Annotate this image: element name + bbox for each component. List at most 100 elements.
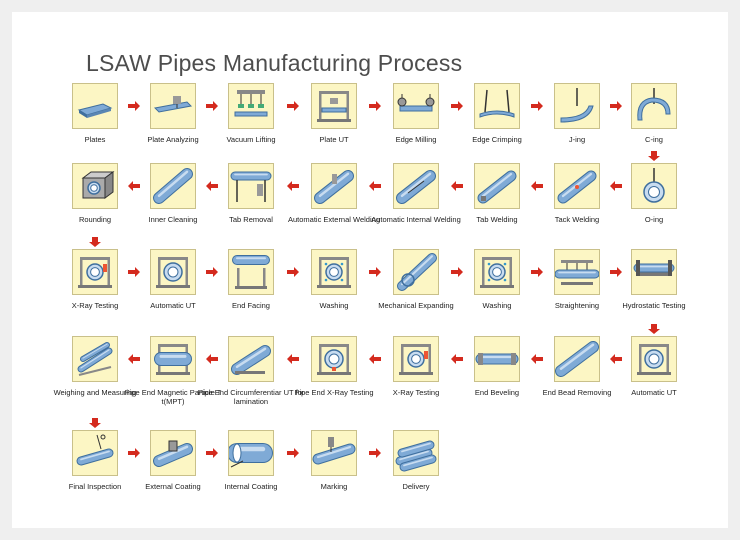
step-label: Automatic External Welding bbox=[288, 215, 380, 224]
washing-icon bbox=[474, 249, 520, 295]
arrow-right-icon bbox=[206, 267, 218, 277]
final-inspection-icon bbox=[72, 430, 118, 476]
arrow-left-icon bbox=[286, 181, 299, 191]
arrow-right-icon bbox=[286, 267, 299, 277]
step-label: Tab Welding bbox=[476, 215, 518, 224]
plate-analyzing-icon bbox=[150, 83, 196, 129]
external-coating-icon bbox=[150, 430, 196, 476]
arrow-left-icon bbox=[369, 354, 381, 364]
xray-testing-icon bbox=[72, 249, 118, 295]
tab-removal-icon bbox=[228, 163, 274, 209]
end-beveling-icon bbox=[474, 336, 520, 382]
arrow-left-icon bbox=[609, 354, 622, 364]
step-label: Pipe End Magnetic Particle T t(MPT) bbox=[124, 388, 222, 406]
step-label: X-Ray Testing bbox=[392, 388, 440, 397]
step-label: Weighing and Measuring bbox=[53, 388, 137, 397]
automatic-ut-icon bbox=[631, 336, 677, 382]
arrow-down-icon bbox=[648, 324, 660, 334]
rounding-icon bbox=[72, 163, 118, 209]
delivery-icon bbox=[393, 430, 439, 476]
step-label: Pipe End Circumferentiar UT for laminati… bbox=[197, 388, 305, 406]
arrow-down-icon bbox=[89, 237, 101, 247]
step-label: Plate UT bbox=[319, 135, 349, 144]
automatic-ut-icon bbox=[150, 249, 196, 295]
step-label: Plates bbox=[84, 135, 106, 144]
arrow-left-icon bbox=[369, 181, 381, 191]
step-label: Tack Welding bbox=[554, 215, 600, 224]
step-label: End Beveling bbox=[474, 388, 520, 397]
step-label: Automatic UT bbox=[631, 388, 677, 397]
step-label: Mechanical Expanding bbox=[378, 301, 454, 310]
arrow-right-icon bbox=[369, 267, 381, 277]
step-label: Edge Crimping bbox=[472, 135, 522, 144]
washing-icon bbox=[311, 249, 357, 295]
arrow-right-icon bbox=[128, 267, 140, 277]
arrow-left-icon bbox=[531, 181, 543, 191]
step-label: Straightening bbox=[554, 301, 600, 310]
step-label: C-ing bbox=[645, 135, 663, 144]
arrow-right-icon bbox=[531, 267, 543, 277]
arrow-left-icon bbox=[450, 354, 463, 364]
step-label: Edge Milling bbox=[395, 135, 437, 144]
step-label: Rounding bbox=[78, 215, 112, 224]
arrow-left-icon bbox=[609, 181, 622, 191]
arrow-right-icon bbox=[369, 101, 381, 111]
step-label: Hydrostatic Testing bbox=[622, 301, 686, 310]
hydrostatic-testing-icon bbox=[631, 249, 677, 295]
weighing-icon bbox=[72, 336, 118, 382]
arrow-right-icon bbox=[206, 101, 218, 111]
inner-cleaning-icon bbox=[150, 163, 196, 209]
mechanical-expanding-icon bbox=[393, 249, 439, 295]
arrow-right-icon bbox=[609, 101, 622, 111]
step-label: End Bead Removing bbox=[542, 388, 612, 397]
o-ing-icon bbox=[631, 163, 677, 209]
tack-welding-icon bbox=[554, 163, 600, 209]
step-label: Vacuum Lifting bbox=[226, 135, 276, 144]
end-facing-icon bbox=[228, 249, 274, 295]
edge-crimping-icon bbox=[474, 83, 520, 129]
arrow-right-icon bbox=[531, 101, 543, 111]
step-label: Pipe End X-Ray Testing bbox=[294, 388, 374, 397]
arrow-right-icon bbox=[286, 448, 299, 458]
pipe-end-xray-icon bbox=[311, 336, 357, 382]
edge-milling-icon bbox=[393, 83, 439, 129]
plate-ut-icon bbox=[311, 83, 357, 129]
arrow-left-icon bbox=[128, 181, 140, 191]
step-label: O-ing bbox=[644, 215, 664, 224]
xray-testing-icon bbox=[393, 336, 439, 382]
arrow-left-icon bbox=[206, 181, 218, 191]
arrow-left-icon bbox=[206, 354, 218, 364]
arrow-right-icon bbox=[450, 101, 463, 111]
end-bead-removing-icon bbox=[554, 336, 600, 382]
step-label: Automatic Internal Welding bbox=[371, 215, 461, 224]
internal-coating-icon bbox=[228, 430, 274, 476]
arrow-right-icon bbox=[369, 448, 381, 458]
internal-welding-icon bbox=[393, 163, 439, 209]
external-welding-icon bbox=[311, 163, 357, 209]
arrow-down-icon bbox=[89, 418, 101, 428]
arrow-right-icon bbox=[609, 267, 622, 277]
step-label: Tab Removal bbox=[229, 215, 273, 224]
step-label: X-Ray Testing bbox=[71, 301, 119, 310]
tab-welding-icon bbox=[474, 163, 520, 209]
c-ing-icon bbox=[631, 83, 677, 129]
step-label: Inner Cleaning bbox=[148, 215, 198, 224]
step-label: Washing bbox=[319, 301, 349, 310]
step-label: External Coating bbox=[145, 482, 201, 491]
step-label: Automatic UT bbox=[150, 301, 196, 310]
arrow-right-icon bbox=[128, 101, 140, 111]
arrow-left-icon bbox=[531, 354, 543, 364]
step-label: End Facing bbox=[232, 301, 270, 310]
step-label: J-ing bbox=[568, 135, 586, 144]
arrow-left-icon bbox=[286, 354, 299, 364]
straightening-icon bbox=[554, 249, 600, 295]
j-ing-icon bbox=[554, 83, 600, 129]
step-label: Delivery bbox=[402, 482, 430, 491]
arrow-right-icon bbox=[450, 267, 463, 277]
pipe-end-ut-icon bbox=[228, 336, 274, 382]
marking-icon bbox=[311, 430, 357, 476]
step-label: Final Inspection bbox=[68, 482, 122, 491]
magnetic-particle-icon bbox=[150, 336, 196, 382]
page-title: LSAW Pipes Manufacturing Process bbox=[86, 50, 463, 76]
